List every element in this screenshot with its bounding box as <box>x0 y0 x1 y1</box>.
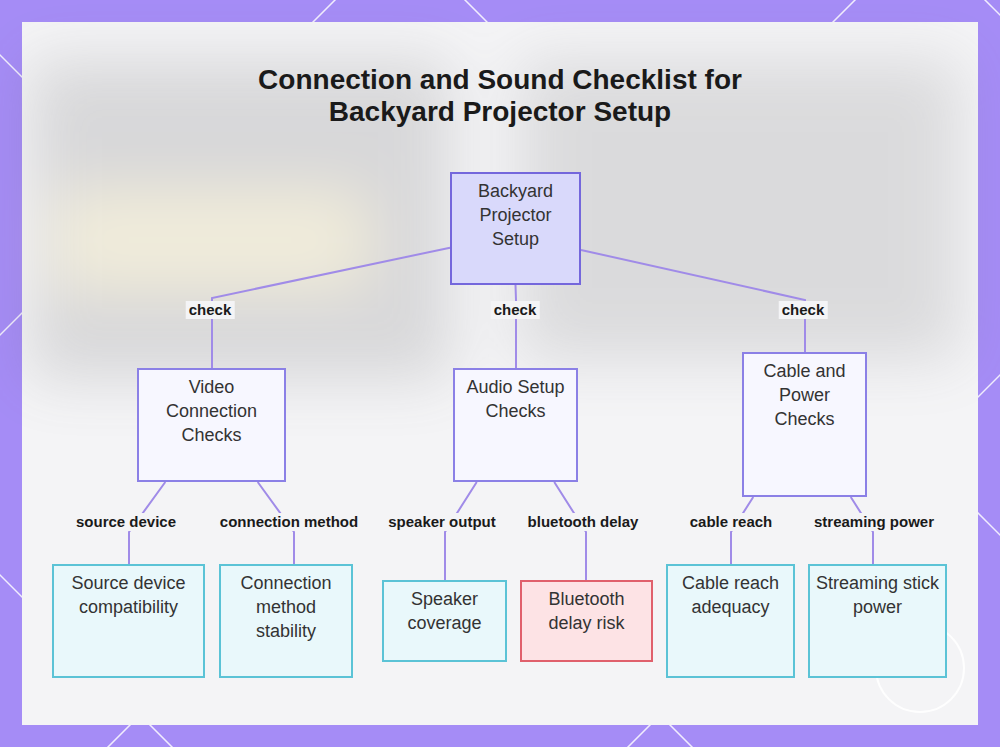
node-text: Bluetooth delay risk <box>526 587 647 635</box>
check-box: Source device compatibility <box>52 564 205 678</box>
edge-label: speaker output <box>385 513 499 531</box>
category-box: Video Connection Checks <box>137 368 286 482</box>
diagram-title: Connection and Sound Checklist for Backy… <box>220 64 780 128</box>
check-box: Streaming stick power <box>808 564 947 678</box>
panel <box>22 22 978 725</box>
check-box: Speaker coverage <box>382 580 507 662</box>
connector <box>581 250 805 352</box>
risk-box: Bluetooth delay risk <box>520 580 653 662</box>
edge-label: check <box>779 301 828 319</box>
edge-label: check <box>186 301 235 319</box>
connector <box>554 482 586 580</box>
node-text: Streaming stick power <box>814 571 941 619</box>
node-text: Connection method stability <box>225 571 347 643</box>
edge-label: streaming power <box>811 513 937 531</box>
edge-label: cable reach <box>687 513 776 531</box>
node-text: Cable and Power Checks <box>748 359 861 431</box>
node-text: Speaker coverage <box>388 587 501 635</box>
check-box: Connection method stability <box>219 564 353 678</box>
node-text: Backyard Projector Setup <box>456 179 575 251</box>
node-text: Audio Setup Checks <box>459 375 572 423</box>
connector <box>212 248 450 368</box>
node-text: Source device compatibility <box>58 571 199 619</box>
check-box: Cable reach adequacy <box>666 564 795 678</box>
edge-label: bluetooth delay <box>525 513 642 531</box>
blurred-photo <box>30 60 960 380</box>
category-box: Audio Setup Checks <box>453 368 578 482</box>
category-box: Cable and Power Checks <box>742 352 867 497</box>
node-text: Cable reach adequacy <box>672 571 789 619</box>
edge-label: check <box>491 301 540 319</box>
edge-label: source device <box>73 513 179 531</box>
edge-label: connection method <box>217 513 361 531</box>
connector <box>445 482 477 580</box>
node-text: Video Connection Checks <box>143 375 280 447</box>
connector <box>515 285 518 368</box>
root-box: Backyard Projector Setup <box>450 172 581 285</box>
